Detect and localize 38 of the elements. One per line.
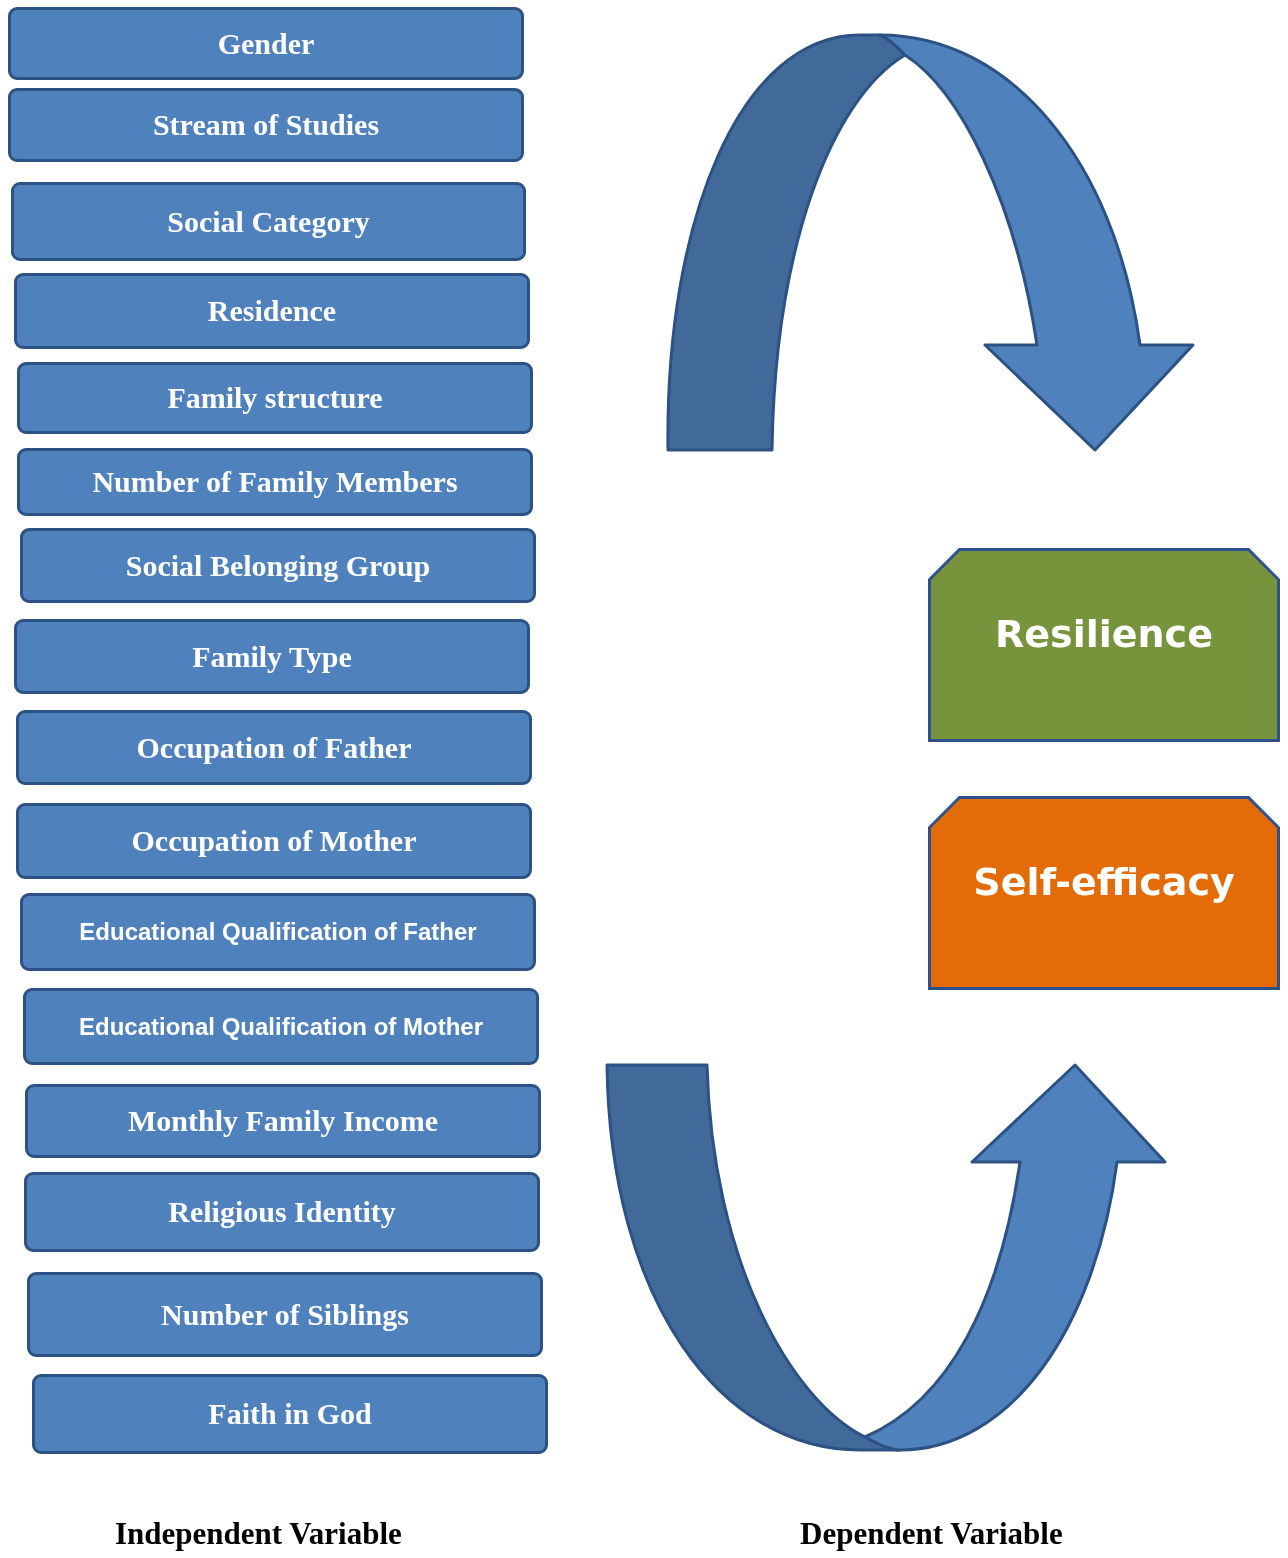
- variable-label: Residence: [207, 294, 337, 328]
- variable-label: Resilience: [995, 612, 1213, 656]
- variable-label: Stream of Studies: [152, 108, 380, 142]
- variable-label: Social Category: [167, 204, 370, 239]
- variable-box: [32, 1374, 548, 1454]
- variable-box: [11, 182, 526, 261]
- variable-label: Educational Qualification of Mother: [79, 1012, 483, 1041]
- variable-box: [8, 7, 524, 80]
- variable-box: [928, 796, 1280, 990]
- variable-label: Occupation of Father: [136, 730, 412, 765]
- variable-box: [14, 273, 530, 349]
- variable-label: Faith in God: [208, 1397, 372, 1431]
- variable-label: Social Belonging Group: [125, 548, 431, 583]
- variable-label: Monthly Family Income: [128, 1104, 438, 1138]
- variable-label: Number of Family Members: [92, 465, 458, 499]
- variable-box: [25, 1084, 541, 1158]
- variable-label: Gender: [217, 26, 315, 61]
- variable-box: [14, 619, 530, 694]
- variable-box: [928, 548, 1280, 742]
- variable-box: [27, 1272, 543, 1357]
- variable-label: Self-efficacy: [973, 860, 1235, 904]
- variable-label: Family Type: [192, 639, 352, 674]
- variable-box: [20, 528, 536, 603]
- variable-box: [20, 893, 536, 971]
- axis-caption: Independent Variable: [115, 1516, 402, 1552]
- variable-box: [23, 988, 539, 1065]
- variable-box: [24, 1172, 540, 1252]
- variable-label: Family structure: [167, 381, 383, 415]
- variable-box: [16, 710, 532, 785]
- variable-box: [17, 448, 533, 516]
- variable-box: [8, 88, 524, 162]
- variable-label: Occupation of Mother: [131, 824, 417, 858]
- variable-label: Religious Identity: [168, 1195, 396, 1229]
- variable-label: Number of Siblings: [161, 1297, 409, 1332]
- variable-box: [16, 803, 532, 879]
- variable-label: Educational Qualification of Father: [79, 918, 477, 946]
- variable-box: [17, 362, 533, 434]
- axis-caption: Dependent Variable: [800, 1516, 1063, 1552]
